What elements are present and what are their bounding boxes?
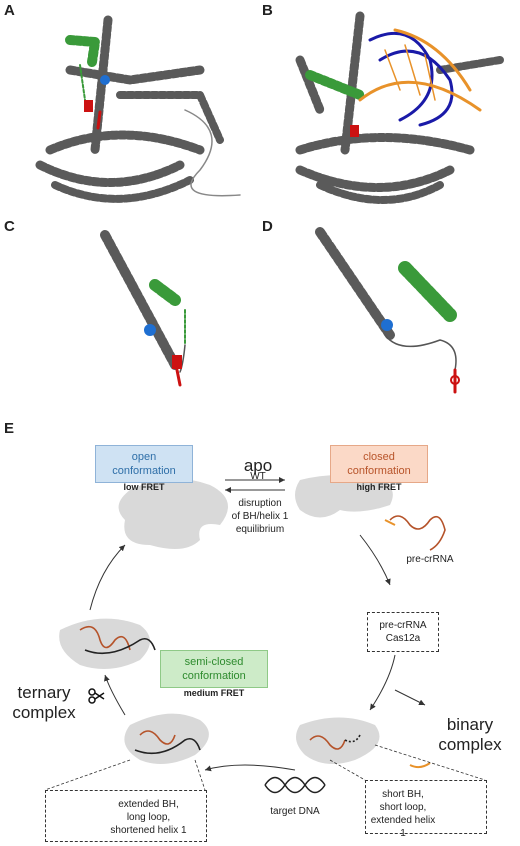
protein-clouds (59, 475, 393, 764)
high-fret-label: high FRET (356, 482, 402, 492)
structure-c (100, 230, 186, 387)
left-inset-line3: shortened helix 1 (110, 825, 187, 836)
scissors-icon (88, 688, 105, 704)
medium-fret-label: medium FRET (183, 688, 245, 698)
left-inset-line2: long loop, (126, 812, 171, 823)
left-inset-text: extended BH, long loop, shortened helix … (96, 798, 201, 837)
low-fret-label: low FRET (123, 482, 165, 492)
pre-crrna-box-line1: pre-crRNA (379, 620, 427, 631)
panel-label-c: C (4, 218, 15, 235)
panel-label-d: D (262, 218, 273, 235)
closed-conformation-box: closed conformation (330, 445, 428, 483)
open-conformation-box: open conformation (95, 445, 193, 483)
pre-crrna-label: pre-crRNA (406, 554, 454, 565)
disruption-line2: of BH/helix 1 (231, 511, 289, 522)
ternary-complex-label: ternary complex (4, 683, 84, 723)
cycle-arrow-4 (204, 764, 296, 772)
semi-closed-conformation-box: semi-closed conformation (160, 650, 268, 688)
ternary-line1: ternary (17, 683, 71, 702)
wt-label: WT (250, 471, 266, 482)
disruption-line1: disruption (238, 498, 282, 509)
open-line1: open (131, 451, 157, 463)
left-inset-box: extended BH, long loop, shortened helix … (45, 790, 207, 842)
binary-line2: complex (438, 735, 502, 754)
apo-label: apo (243, 456, 273, 475)
structure-a (35, 15, 241, 203)
open-line2: conformation (112, 465, 176, 477)
right-inset-line1: short BH, (382, 789, 424, 800)
closed-line2: conformation (347, 465, 411, 477)
panel-label-e: E (4, 420, 15, 437)
left-inset-line1: extended BH, (118, 799, 179, 810)
panel-label-a: A (4, 2, 15, 19)
binary-complex-label: binary complex (430, 715, 510, 755)
ternary-line2: complex (12, 703, 76, 722)
cycle-arrow-2 (369, 654, 396, 711)
rna-squiggles (79, 515, 446, 769)
right-inset-text: short BH, short loop, extended helix 1 (370, 788, 436, 840)
cycle-arrow-1 (359, 534, 391, 586)
cycle-arrow-3 (394, 689, 426, 706)
target-dna-label: target DNA (270, 806, 320, 817)
semi-line2: conformation (182, 670, 246, 682)
right-inset-box: short BH, short loop, extended helix 1 (365, 780, 487, 839)
semi-line1: semi-closed (184, 656, 244, 668)
cycle-arrow-5 (104, 674, 126, 716)
disruption-line3: equilibrium (235, 524, 285, 535)
right-inset-line3: extended helix 1 (370, 815, 436, 839)
disruption-text: disruption of BH/helix 1 equilibrium (222, 497, 298, 536)
closed-line1: closed (363, 451, 395, 463)
right-inset-line2: short loop, (379, 802, 427, 813)
structure-b (295, 11, 504, 204)
pre-crrna-cas12a-box: pre-crRNA Cas12a (367, 612, 439, 652)
binary-line1: binary (446, 715, 494, 734)
panel-label-b: B (262, 2, 273, 19)
cycle-arrow-6 (89, 544, 126, 611)
structure-d (315, 227, 460, 394)
pre-crrna-box-line2: Cas12a (385, 633, 421, 644)
target-dna-helix (264, 776, 326, 794)
